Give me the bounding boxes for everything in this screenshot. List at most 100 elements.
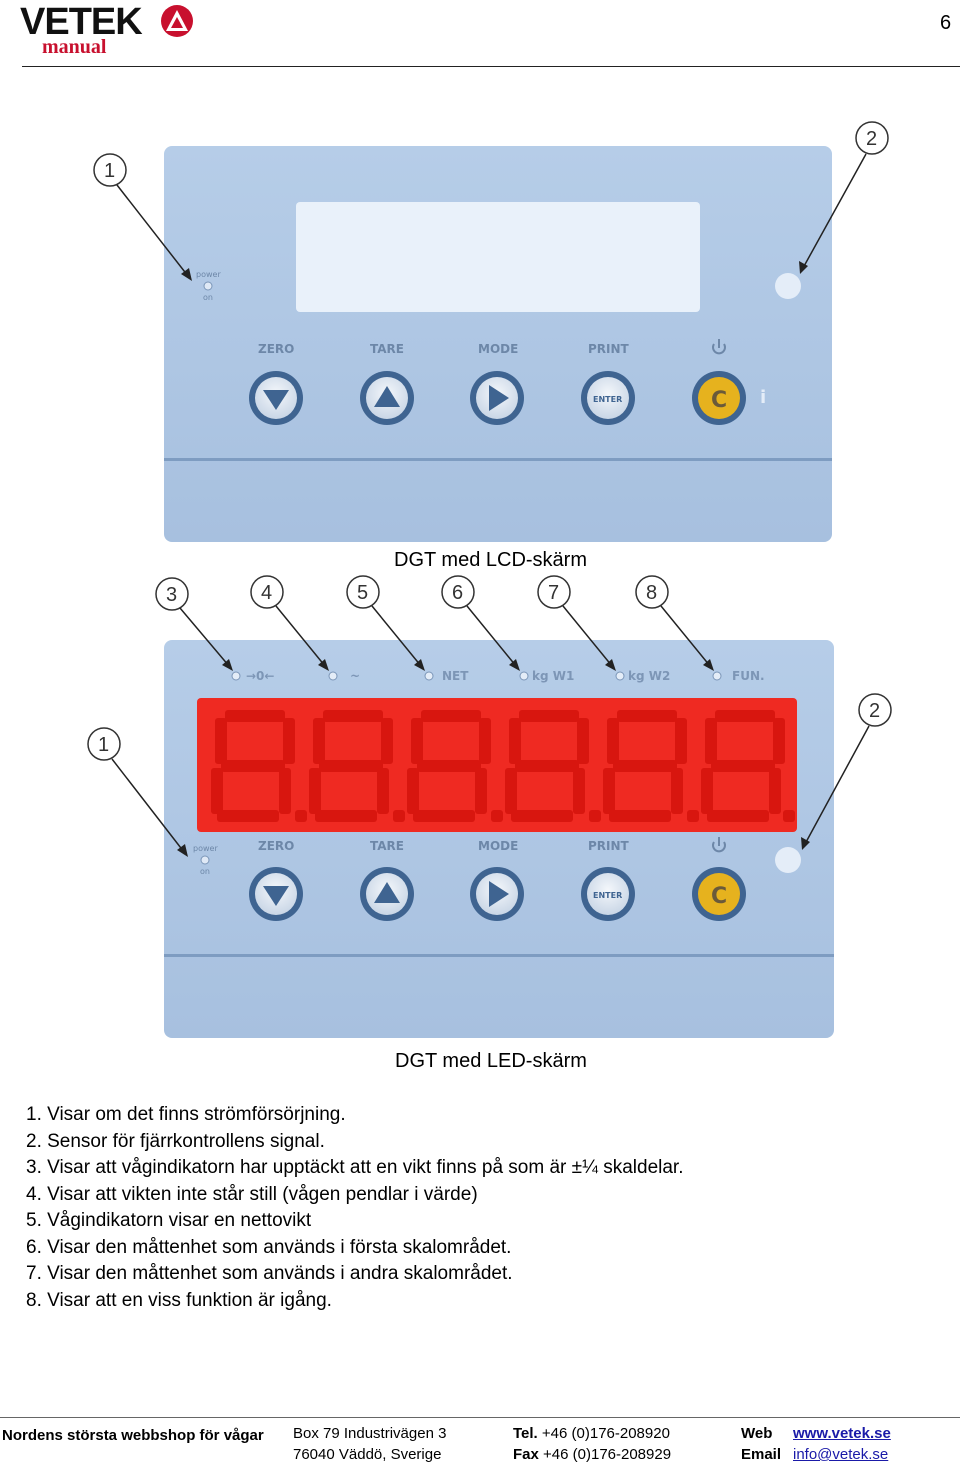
zero-label: ZERO bbox=[258, 342, 294, 356]
tare-button[interactable] bbox=[360, 867, 414, 921]
footer-address-1: Box 79 Industrivägen 3 bbox=[293, 1425, 447, 1442]
zero-label: ZERO bbox=[258, 839, 294, 853]
callout-5: 5 bbox=[346, 575, 425, 671]
list-item: 3. Visar att vågindikatorn har upptäckt … bbox=[26, 1157, 684, 1178]
list-item: 8. Visar att en viss funktion är igång. bbox=[26, 1289, 332, 1311]
list-item: 2. Sensor för fjärrkontrollens signal. bbox=[26, 1130, 325, 1152]
net-indicator-label: NET bbox=[442, 669, 469, 683]
lcd-caption: DGT med LCD-skärm bbox=[394, 549, 587, 571]
indicator-row: →0← ~ NET kg W1 kg W2 FUN. bbox=[231, 669, 765, 683]
power-indicator: power on bbox=[196, 270, 221, 302]
tel-value: +46 (0)176-208920 bbox=[541, 1425, 670, 1442]
info-icon: i bbox=[760, 387, 766, 408]
callout-6: 6 bbox=[441, 575, 520, 671]
email-label: Email bbox=[741, 1446, 782, 1463]
footer-tagline: Nordens största webbshop för vågar bbox=[2, 1427, 264, 1444]
zero-indicator-label: →0← bbox=[246, 669, 274, 683]
mode-button[interactable] bbox=[470, 371, 524, 425]
svg-text:2: 2 bbox=[869, 700, 880, 722]
power-indicator: power on bbox=[193, 844, 218, 876]
svg-text:1: 1 bbox=[98, 734, 109, 756]
power-label: power bbox=[196, 270, 221, 279]
email-link[interactable]: info@vetek.se bbox=[793, 1446, 889, 1463]
c-button[interactable]: C bbox=[692, 867, 746, 921]
print-enter-button[interactable]: ENTER bbox=[581, 371, 635, 425]
callout-4: 4 bbox=[250, 575, 329, 671]
triangle-down-icon bbox=[263, 886, 289, 906]
remote-sensor bbox=[775, 847, 801, 873]
logo-text: VETEK bbox=[20, 1, 143, 43]
tare-label: TARE bbox=[370, 342, 404, 356]
stability-indicator-label: ~ bbox=[350, 669, 360, 683]
tel-label: Tel. bbox=[513, 1425, 538, 1442]
callout-2: 2 bbox=[799, 121, 889, 274]
fun-indicator-label: FUN. bbox=[732, 669, 765, 683]
web-link[interactable]: www.vetek.se bbox=[793, 1425, 891, 1442]
c-power-icon: C bbox=[711, 388, 727, 413]
led-digits bbox=[211, 710, 795, 822]
mode-button[interactable] bbox=[470, 867, 524, 921]
svg-text:1: 1 bbox=[104, 160, 115, 182]
page-number: 6 bbox=[940, 12, 952, 34]
list-item: 5. Vågindikatorn visar en nettovikt bbox=[26, 1210, 312, 1231]
led-caption: DGT med LED-skärm bbox=[395, 1050, 587, 1072]
kgw1-indicator-label: kg W1 bbox=[532, 669, 574, 683]
print-enter-button[interactable]: ENTER bbox=[581, 867, 635, 921]
svg-text:power: power bbox=[193, 844, 218, 853]
svg-text:7: 7 bbox=[548, 582, 559, 604]
svg-text:2: 2 bbox=[866, 128, 877, 150]
logo-subtitle: manual bbox=[42, 36, 107, 58]
print-label: PRINT bbox=[588, 839, 630, 853]
tare-button[interactable] bbox=[360, 371, 414, 425]
zero-button[interactable] bbox=[249, 371, 303, 425]
web-link-wrap: www.vetek.se bbox=[793, 1423, 891, 1444]
svg-text:3: 3 bbox=[166, 584, 177, 606]
callout-1: 1 bbox=[93, 153, 192, 281]
svg-text:4: 4 bbox=[261, 582, 272, 604]
svg-text:6: 6 bbox=[452, 582, 463, 604]
panel-divider bbox=[164, 954, 834, 957]
c-power-icon: C bbox=[711, 884, 727, 909]
fax-label: Fax bbox=[513, 1446, 539, 1463]
email-link-wrap: info@vetek.se bbox=[793, 1444, 888, 1465]
panel-divider bbox=[164, 458, 832, 461]
list-item: 7. Visar den måttenhet som används i and… bbox=[26, 1263, 513, 1284]
kgw2-indicator-label: kg W2 bbox=[628, 669, 670, 683]
callout-3: 3 bbox=[155, 577, 233, 671]
svg-text:8: 8 bbox=[646, 582, 657, 604]
header-rule bbox=[22, 66, 960, 67]
led-display bbox=[197, 698, 797, 832]
svg-text:on: on bbox=[200, 867, 210, 876]
lcd-display bbox=[296, 202, 700, 312]
callout-8: 8 bbox=[635, 575, 714, 671]
print-label: PRINT bbox=[588, 342, 630, 356]
fax-value: +46 (0)176-208929 bbox=[543, 1446, 672, 1463]
web-label: Web bbox=[741, 1425, 773, 1442]
zero-button[interactable] bbox=[249, 867, 303, 921]
callout-2-led: 2 bbox=[801, 693, 892, 850]
footer-fax: Fax +46 (0)176-208929 bbox=[513, 1444, 671, 1465]
c-button[interactable]: C bbox=[692, 371, 746, 425]
list-item: 6. Visar den måttenhet som används i för… bbox=[26, 1236, 512, 1258]
remote-sensor bbox=[775, 273, 801, 299]
triangle-right-icon bbox=[489, 881, 509, 907]
callout-7: 7 bbox=[537, 575, 616, 671]
footer-tel: Tel. +46 (0)176-208920 bbox=[513, 1423, 670, 1444]
logo-triangle-icon bbox=[161, 5, 193, 37]
list-item: 4. Visar att vikten inte står still (våg… bbox=[26, 1183, 478, 1205]
triangle-right-icon bbox=[489, 385, 509, 411]
svg-text:5: 5 bbox=[357, 582, 368, 604]
led-panel-figure: →0← ~ NET kg W1 kg W2 FUN. bbox=[87, 575, 892, 1038]
enter-icon: ENTER bbox=[593, 395, 622, 404]
power-symbol-icon bbox=[712, 339, 726, 355]
logo-wordmark: VETEK bbox=[20, 1, 143, 43]
on-label: on bbox=[203, 293, 213, 302]
footer-rule bbox=[0, 1417, 960, 1418]
triangle-up-icon bbox=[374, 882, 400, 903]
triangle-up-icon bbox=[374, 386, 400, 407]
callout-1-led: 1 bbox=[87, 727, 188, 857]
mode-label: MODE bbox=[478, 342, 518, 356]
power-symbol-icon bbox=[712, 837, 726, 853]
list-item: 1. Visar om det finns strömförsörjning. bbox=[26, 1104, 346, 1125]
legend-list: 1. Visar om det finns strömförsörjning. … bbox=[26, 1102, 683, 1314]
